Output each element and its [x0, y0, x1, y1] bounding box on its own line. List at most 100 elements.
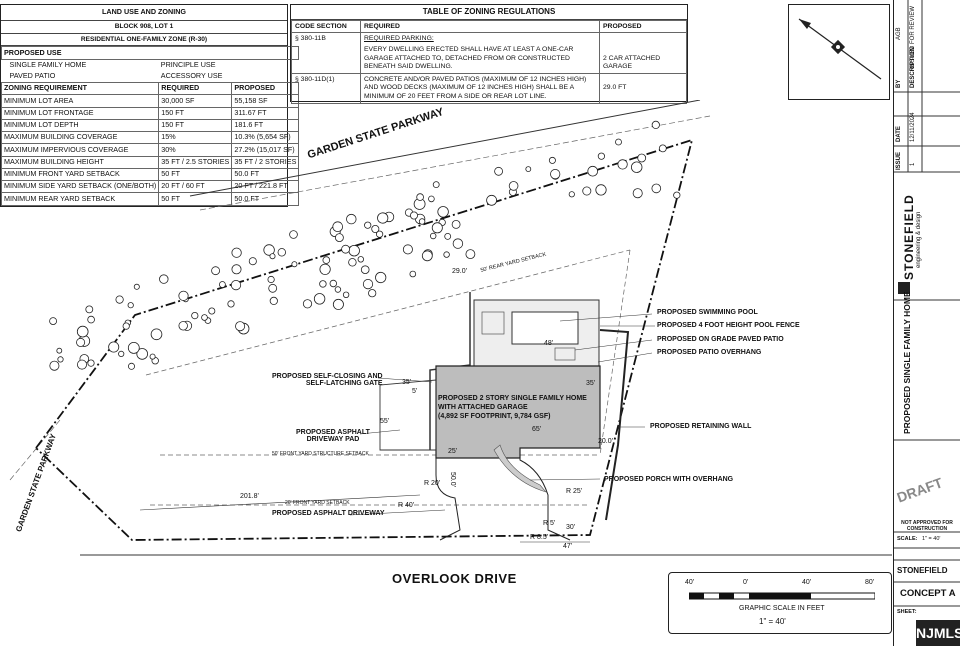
tree-icon — [122, 322, 130, 330]
title-block-grid — [894, 0, 960, 607]
tree-icon — [409, 270, 417, 278]
tree-icon — [227, 300, 235, 308]
tree-icon — [159, 274, 169, 284]
table-row: § 380-11D(1) CONCRETE AND/OR PAVED PATIO… — [291, 73, 687, 104]
tree-icon — [319, 280, 327, 288]
proposed-cell: 2 CAR ATTACHED GARAGE — [599, 32, 687, 75]
tree-icon — [658, 144, 667, 153]
tree-icon — [218, 281, 226, 288]
parkway-edge-line — [189, 100, 701, 197]
dim-label: 35' — [402, 379, 412, 386]
tree-icon — [673, 191, 681, 199]
scale-tick: 0' — [743, 579, 749, 586]
side-setback-line — [599, 249, 631, 456]
patio-callout: PROPOSED ON GRADE PAVED PATIO — [657, 336, 784, 343]
by-value: AGB — [896, 27, 902, 40]
col-proposed: PROPOSED — [231, 82, 300, 96]
dim-label: 47' — [563, 543, 573, 550]
tree-icon — [348, 244, 360, 257]
land-use-title: LAND USE AND ZONING — [1, 5, 287, 21]
tree-icon — [230, 280, 242, 291]
scale-label: SCALE: — [897, 536, 918, 542]
not-approved-note: NOT APPROVED FOR CONSTRUCTION — [901, 520, 953, 532]
leader-line — [377, 377, 433, 383]
proposed-use-label: PROPOSED USE — [0, 46, 300, 60]
company-name-small: STONEFIELD — [897, 566, 948, 575]
dim-label: 65' — [532, 426, 542, 433]
leader-line — [349, 509, 446, 516]
dim-label: 25' — [448, 448, 458, 455]
required-cell: REQUIRED PARKING: EVERY DWELLING ERECTED… — [360, 32, 600, 75]
tree-icon — [375, 271, 387, 284]
tree-icon — [178, 290, 189, 301]
tree-icon — [127, 362, 135, 370]
tree-icon — [85, 305, 94, 314]
watermark-badge: NJMLS — [916, 620, 960, 646]
zone-name: RESIDENTIAL ONE-FAMILY ZONE (R-30) — [1, 34, 287, 47]
tree-icon — [127, 341, 140, 354]
tree-cluster — [49, 120, 681, 371]
land-use-table: LAND USE AND ZONING BLOCK 908, LOT 1 RES… — [0, 4, 300, 207]
dim-label: R 8.5' — [530, 534, 549, 541]
tree-icon — [313, 293, 326, 305]
col-required: REQUIRED — [360, 19, 600, 34]
tree-icon — [289, 230, 298, 239]
required-text: CONCRETE AND/OR PAVED PATIOS (MAXIMUM OF… — [360, 73, 600, 104]
tree-icon — [248, 257, 257, 266]
porch-callout: PROPOSED PORCH WITH OVERHANG — [604, 476, 734, 483]
tree-icon — [494, 166, 504, 176]
dim-label: 5' — [412, 388, 418, 395]
tree-icon — [595, 184, 607, 196]
tree-icon — [465, 249, 476, 260]
tree-icon — [548, 156, 556, 164]
dim-label: 201.8' — [240, 493, 259, 500]
retaining-wall-callout: PROPOSED RETAINING WALL — [650, 423, 752, 430]
tree-icon — [346, 213, 357, 225]
leader-line — [359, 429, 401, 435]
tree-icon — [375, 230, 384, 238]
dim-label: 50.0' — [449, 472, 456, 487]
tree-icon — [364, 221, 372, 229]
graphic-scale: 40' 0' 40' 80' GRAPHIC SCALE IN FEET 1" … — [668, 572, 892, 634]
gate-callout-line2: SELF-LATCHING GATE — [305, 380, 383, 387]
tree-icon — [451, 220, 461, 229]
tree-icon — [277, 248, 286, 257]
north-arrow-icon — [798, 18, 882, 80]
asphalt-driveway — [435, 448, 571, 541]
tree-icon — [87, 359, 95, 367]
scale-bar — [689, 592, 875, 600]
project-title: PROPOSED SINGLE FAMILY HOME — [902, 291, 912, 434]
dim-label: R 20' — [424, 480, 441, 487]
pad-callout-line2: DRIVEWAY PAD — [306, 436, 360, 443]
dim-label: R 40' — [398, 502, 415, 509]
retaining-wall — [599, 329, 630, 521]
patio-furniture — [554, 347, 576, 361]
dim-label: R 5' — [543, 520, 556, 527]
tree-icon — [437, 206, 449, 218]
leader-line — [559, 313, 653, 322]
tree-icon — [525, 166, 532, 172]
tree-icon — [362, 279, 374, 290]
company-name: STONEFIELD — [902, 194, 916, 280]
tree-icon — [342, 291, 350, 298]
tree-icon — [430, 232, 437, 240]
use-name: SINGLE FAMILY HOME — [9, 59, 87, 69]
house-label: PROPOSED 2 STORY SINGLE FAMILY HOME WITH… — [438, 394, 588, 421]
tree-icon — [208, 307, 216, 315]
tree-icon — [118, 350, 125, 357]
tree-icon — [631, 161, 643, 173]
tree-icon — [263, 244, 275, 256]
tree-icon — [127, 302, 134, 309]
tree-icon — [428, 195, 435, 203]
code-cell: § 380-11B — [291, 32, 361, 75]
scale-ratio: 1" = 40' — [759, 617, 786, 626]
dimension-line — [139, 494, 421, 511]
col-requirement: ZONING REQUIREMENT — [0, 82, 160, 96]
driveway-pad — [379, 379, 437, 451]
tree-icon — [651, 120, 660, 129]
scale-caption: GRAPHIC SCALE IN FEET — [739, 605, 825, 612]
tree-icon — [416, 193, 424, 201]
